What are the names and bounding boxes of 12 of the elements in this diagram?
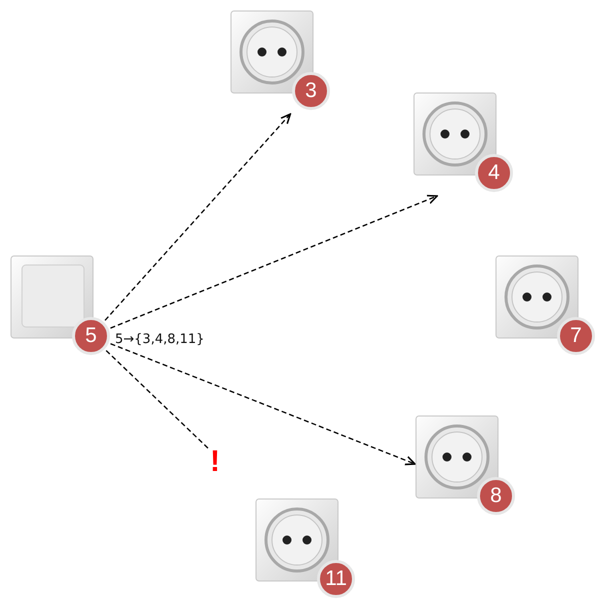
number-badge: 4 xyxy=(475,154,513,192)
number-badge: 3 xyxy=(292,72,330,110)
number-badge: 11 xyxy=(317,560,355,598)
number-badge: 7 xyxy=(557,317,595,355)
dashed-arrow xyxy=(110,194,438,329)
dashed-arrow xyxy=(110,343,416,466)
warning-mark: ! xyxy=(210,447,220,477)
dashed-arrow xyxy=(104,113,292,321)
target-set-note: 5→{3,4,8,11} xyxy=(115,332,204,347)
number-badge: 5 xyxy=(72,317,110,355)
dashed-line xyxy=(106,350,210,450)
number-badge: 8 xyxy=(477,477,515,515)
